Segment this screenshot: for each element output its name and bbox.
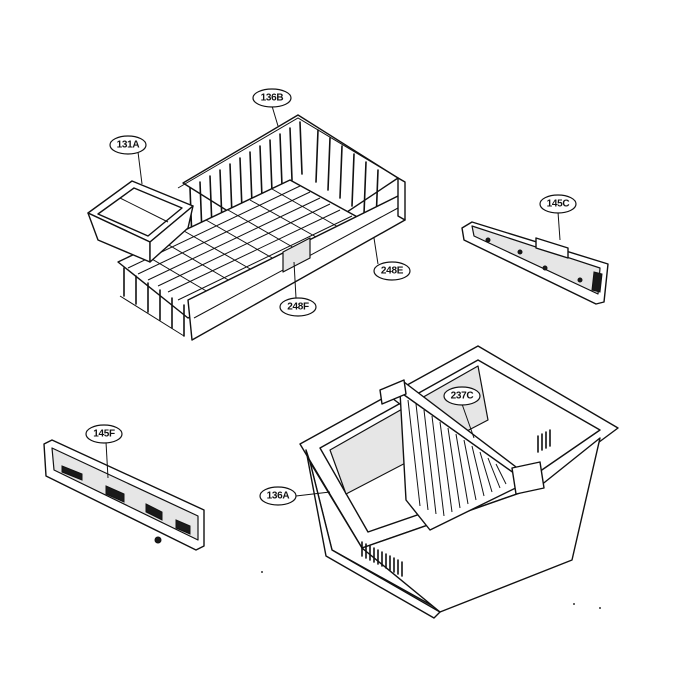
callout-oval: [252, 88, 292, 108]
rail-145C-screw-hole: [577, 277, 583, 283]
leader-136B: [271, 105, 279, 127]
callout-oval: [279, 297, 317, 317]
bin-front-wall: [361, 437, 601, 613]
rail-145C-screw-hole: [542, 265, 548, 271]
scan-speck: [599, 607, 601, 609]
rail-145F-slot: [61, 465, 83, 481]
bin-front-lip: [305, 449, 441, 619]
callout-248F: 248F: [279, 297, 317, 317]
rail-145F-slot: [145, 503, 163, 521]
callout-label-145F: 145F: [93, 429, 115, 440]
callout-label-237C: 237C: [451, 391, 474, 402]
basket-trim-end: [397, 177, 406, 221]
callout-237C: 237C: [443, 386, 481, 406]
callout-label-136B: 136B: [261, 93, 284, 104]
divider-237C-slots: [407, 399, 507, 517]
rail-145C-screw-hole: [517, 249, 523, 255]
callout-145F: 145F: [85, 424, 123, 444]
callout-oval: [109, 135, 147, 155]
ice-tray-inner: [97, 187, 183, 237]
callout-label-248E: 248E: [381, 266, 404, 277]
leader-248F: [293, 261, 297, 299]
callout-oval: [85, 424, 123, 444]
callout-label-145C: 145C: [547, 199, 570, 210]
wire-basket-back-wires: [189, 121, 379, 241]
callout-label-248F: 248F: [287, 302, 309, 313]
rail-145C-tab: [535, 237, 569, 259]
callout-136B: 136B: [252, 88, 292, 108]
divider-237C-clip: [379, 379, 407, 405]
rail-145F-slot: [175, 519, 191, 535]
bin-side-vents: [537, 429, 551, 453]
wire-basket-top-rim: [177, 117, 406, 189]
callout-oval: [259, 486, 297, 506]
callout-131A: 131A: [109, 135, 147, 155]
ice-tray-side: [149, 205, 194, 263]
leader-145F: [105, 441, 109, 479]
leader-131A: [137, 151, 143, 185]
rail-145C-end-cap: [591, 271, 603, 293]
rail-145C-screw-hole: [485, 237, 491, 243]
leader-145C: [557, 211, 561, 241]
callout-oval: [373, 261, 411, 281]
rail-145F-slot: [105, 485, 125, 503]
callout-oval: [539, 194, 577, 214]
leader-237C: [461, 403, 475, 439]
scan-speck: [573, 603, 575, 605]
rail-145F-screw-hole: [154, 536, 162, 544]
callout-leaders: [105, 105, 561, 497]
ice-tray-131A: [87, 180, 194, 263]
slide-rail-145C: [461, 221, 609, 305]
callout-label-136A: 136A: [267, 491, 290, 502]
callout-oval: [443, 386, 481, 406]
callout-145C: 145C: [539, 194, 577, 214]
wire-basket-front-wires: [119, 267, 185, 337]
scan-speck: [261, 571, 263, 573]
divider-237C-clip: [511, 461, 545, 495]
callout-label-131A: 131A: [117, 140, 140, 151]
slide-rail-145F: [43, 439, 205, 551]
basket-bracket-248F: [282, 237, 311, 273]
bin-front-vents: [361, 541, 403, 577]
callout-248E: 248E: [373, 261, 411, 281]
wire-basket-assembly: [117, 114, 406, 341]
leader-248E: [373, 237, 379, 265]
callout-136A: 136A: [259, 486, 297, 506]
leader-136A: [295, 491, 331, 497]
